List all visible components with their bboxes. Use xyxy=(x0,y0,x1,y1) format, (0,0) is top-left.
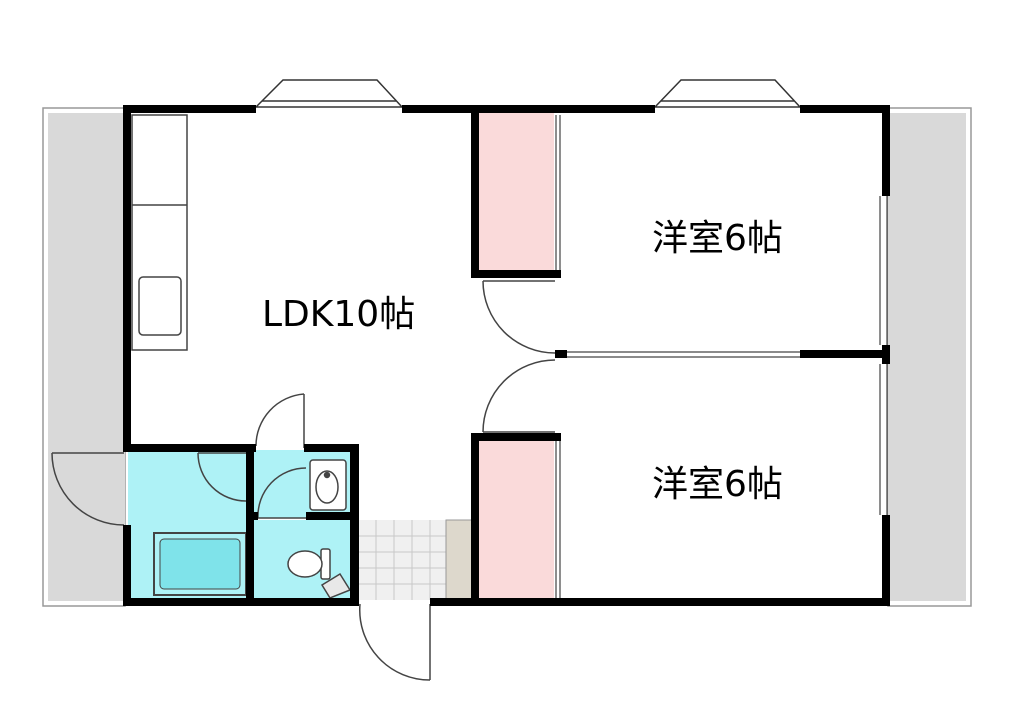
closet-1 xyxy=(478,113,554,273)
western-room-2-floor xyxy=(558,358,886,601)
bathtub-inner xyxy=(159,538,241,590)
western-room-1-label: 洋室6帖 xyxy=(652,218,783,259)
western-room-1-floor xyxy=(558,110,886,355)
entrance-tile xyxy=(358,520,446,600)
door-swings xyxy=(51,280,556,681)
toilet xyxy=(287,548,352,599)
balcony-left xyxy=(42,107,126,607)
walls xyxy=(123,105,890,606)
closet-2 xyxy=(478,440,554,600)
bay-window-western-1 xyxy=(653,79,802,108)
kitchen-sink xyxy=(138,276,182,336)
ldk-label: LDK10帖 xyxy=(262,294,415,335)
kitchen-counter xyxy=(131,114,188,351)
ldk-floor xyxy=(128,110,475,447)
bay-window-ldk xyxy=(254,79,404,108)
washbasin xyxy=(309,459,347,511)
balcony-right xyxy=(887,107,972,607)
shoe-box xyxy=(445,519,475,601)
western-room-2-label: 洋室6帖 xyxy=(652,464,783,505)
